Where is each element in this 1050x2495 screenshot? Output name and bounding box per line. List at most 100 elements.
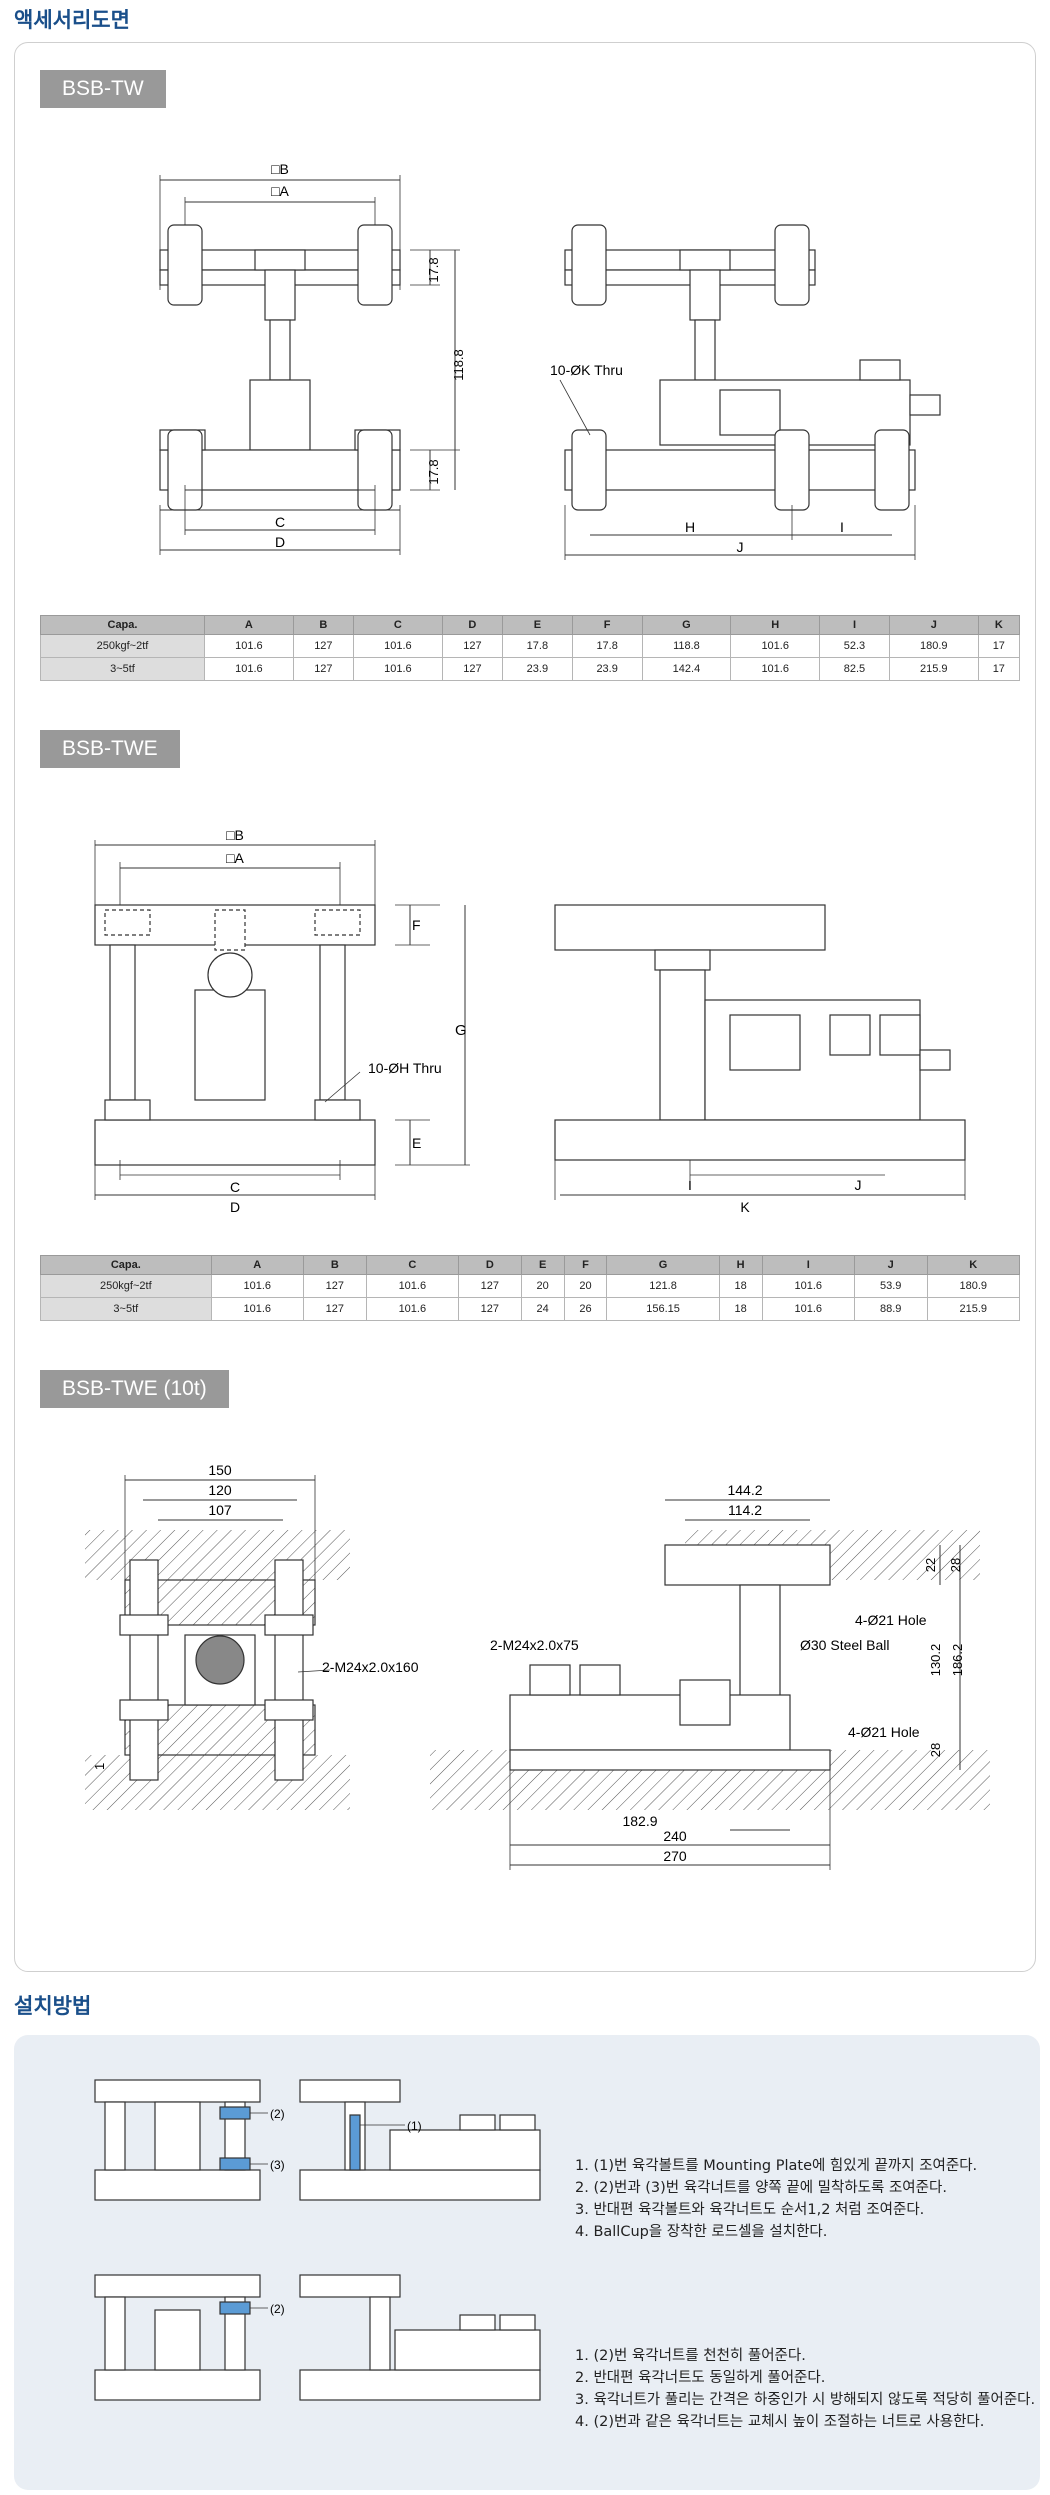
twe-label-c: C	[230, 1179, 240, 1195]
install-mark-3: (3)	[270, 2158, 285, 2172]
twe10-dim-1302: 130.2	[928, 1644, 943, 1677]
twe-th-h: H	[718, 1255, 763, 1275]
twe-th-c: C	[365, 1255, 460, 1275]
table-cell: 52.3	[819, 634, 890, 658]
twe-label-k: K	[740, 1199, 750, 1215]
twe10-dim-28b: 28	[928, 1743, 943, 1757]
twe-label-g: G	[455, 1022, 467, 1039]
twe10-steel-ball: Ø30 Steel Ball	[800, 1637, 890, 1653]
twe10-dim-1442: 144.2	[727, 1482, 762, 1498]
table-cell: 20	[520, 1274, 565, 1298]
twe-label-i: I	[688, 1177, 692, 1193]
tw-dim-1188: 118.8	[451, 349, 466, 381]
twe-th-b: B	[302, 1255, 367, 1275]
install-mark-2b: (2)	[270, 2302, 285, 2316]
table-cell: 101.6	[203, 634, 294, 658]
table-cell: 180.9	[888, 634, 979, 658]
table-row: 3~5tf 101.6 127 101.6 127 23.9 23.9 142.…	[40, 657, 1021, 681]
list-item: 3. 반대편 육각볼트와 육각너트도 순서1,2 처럼 조여준다.	[575, 2202, 925, 2218]
table-cell: 88.9	[853, 1297, 928, 1321]
table-cell: 127	[441, 634, 504, 658]
twe10-dim-120: 120	[208, 1482, 232, 1498]
twe-table-header: Capa. A B C D E F G H I J K	[40, 1255, 1021, 1275]
twe-th-g: G	[606, 1255, 720, 1275]
twe-th-d: D	[458, 1255, 522, 1275]
table-row: 250kgf~2tf 101.6 127 101.6 127 20 20 121…	[40, 1274, 1021, 1298]
twe10-dim-1862: 186.2	[950, 1644, 965, 1677]
table-cell: 101.6	[365, 1297, 460, 1321]
twe10-dim-107: 107	[208, 1502, 232, 1518]
table-cell: 215.9	[926, 1297, 1021, 1321]
install-mark-1: (1)	[407, 2119, 422, 2133]
table-cell: 101.6	[352, 634, 443, 658]
table-cell: 101.6	[210, 1274, 304, 1298]
tw-th-d: D	[441, 615, 504, 635]
twe-th-capa: Capa.	[40, 1255, 212, 1275]
table-cell: 18	[718, 1297, 763, 1321]
tw-th-i: I	[819, 615, 890, 635]
twe-spec-table: Capa. A B C D E F G H I J K 250kgf~2tf 1…	[40, 1255, 1021, 1321]
table-cell: 121.8	[606, 1274, 720, 1298]
twe-th-e: E	[520, 1255, 565, 1275]
twe10-dim-1: 1	[92, 1763, 107, 1770]
table-cell: 26	[563, 1297, 608, 1321]
table-cell: 101.6	[761, 1274, 855, 1298]
list-item: 4. BallCup을 장착한 로드셀을 설치한다.	[575, 2224, 828, 2240]
tw-th-f: F	[571, 615, 643, 635]
twe-label-f: F	[412, 917, 421, 933]
twe10-bolt-right: 2-M24x2.0x75	[490, 1637, 579, 1653]
twe-th-f: F	[563, 1255, 608, 1275]
list-item: 1. (2)번 육각너트를 천천히 풀어준다.	[575, 2348, 806, 2364]
twe10-hole-top: 4-Ø21 Hole	[855, 1612, 927, 1628]
tw-spec-table: Capa. A B C D E F G H I J K 250kgf~2tf 1…	[40, 615, 1021, 681]
install-mark-2: (2)	[270, 2107, 285, 2121]
table-cell: 82.5	[819, 657, 890, 681]
tw-label-j: J	[737, 539, 744, 555]
table-cell: 3~5tf	[40, 1297, 212, 1321]
table-row: 250kgf~2tf 101.6 127 101.6 127 17.8 17.8…	[40, 634, 1021, 658]
table-cell: 24	[520, 1297, 565, 1321]
twe10-drawing: 150 120 107 2-M24x2.0x160 1 144.2 114.2 …	[85, 1462, 990, 1870]
tw-th-e: E	[502, 615, 573, 635]
table-cell: 250kgf~2tf	[40, 1274, 212, 1298]
list-item: 1. (1)번 육각볼트를 Mounting Plate에 힘있게 끝까지 조여…	[575, 2158, 978, 2174]
table-cell: 127	[302, 1274, 367, 1298]
table-cell: 101.6	[730, 634, 821, 658]
model-tag-twe: BSB-TWE	[40, 730, 180, 768]
tw-th-h: H	[730, 615, 821, 635]
table-cell: 156.15	[606, 1297, 720, 1321]
twe-label-d: D	[230, 1199, 240, 1215]
tw-dim-178-top: 17.8	[426, 257, 441, 282]
table-cell: 142.4	[641, 657, 732, 681]
tw-label-b: □B	[271, 161, 289, 177]
table-cell: 17	[977, 634, 1021, 658]
twe10-dim-240: 240	[663, 1828, 687, 1844]
install-steps-1: 1. (1)번 육각볼트를 Mounting Plate에 힘있게 끝까지 조여…	[575, 2155, 977, 2243]
table-cell: 118.8	[641, 634, 732, 658]
table-cell: 101.6	[761, 1297, 855, 1321]
table-cell: 180.9	[926, 1274, 1021, 1298]
model-tag-twe10: BSB-TWE (10t)	[40, 1370, 229, 1408]
table-cell: 17.8	[502, 634, 573, 658]
tw-label-i: I	[840, 519, 844, 535]
twe10-dim-150: 150	[208, 1462, 232, 1478]
twe10-dim-1142: 114.2	[728, 1502, 762, 1518]
tw-table-header: Capa. A B C D E F G H I J K	[40, 615, 1021, 635]
tw-th-c: C	[352, 615, 443, 635]
list-item: 3. 육각너트가 풀리는 간격은 하중인가 시 방해되지 않도록 적당히 풀어준…	[575, 2392, 1036, 2408]
table-cell: 215.9	[888, 657, 979, 681]
table-cell: 127	[458, 1297, 522, 1321]
tw-th-k: K	[977, 615, 1021, 635]
twe-drawing: □B □A C D F G E 10-ØH Thru I J K	[94, 827, 966, 1215]
twe-label-j: J	[855, 1177, 862, 1193]
table-cell: 18	[718, 1274, 763, 1298]
twe10-dim-28a: 28	[948, 1558, 963, 1572]
install-title: 설치방법	[14, 1994, 92, 2018]
tw-label-c: C	[275, 514, 285, 530]
twe-th-k: K	[926, 1255, 1021, 1275]
twe10-dim-270: 270	[663, 1848, 687, 1864]
table-cell: 250kgf~2tf	[40, 634, 205, 658]
twe-label-a: □A	[226, 850, 244, 866]
table-cell: 53.9	[853, 1274, 928, 1298]
install-steps-2: 1. (2)번 육각너트를 천천히 풀어준다. 2. 반대편 육각너트도 동일하…	[575, 2345, 1035, 2433]
